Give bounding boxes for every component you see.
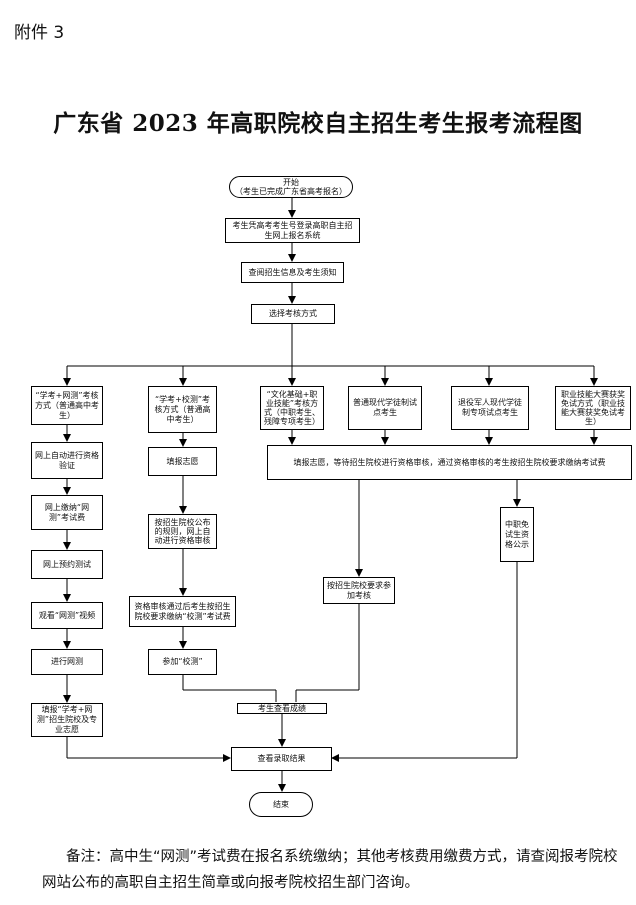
step-text: 填报志愿，等待招生院校进行资格审核，通过资格审核的考生按招生院校要求缴纳考试费 [293, 457, 606, 467]
merged-qualification-step: 填报志愿，等待招生院校进行资格审核，通过资格审核的考生按招生院校要求缴纳考试费 [267, 445, 632, 480]
step-text: 中职免试生资格公示 [505, 519, 529, 549]
step-text: 资格审核通过后考生按招生院校要求缴纳“校测”考试费 [134, 601, 231, 621]
choose-method-text: 选择考核方式 [269, 309, 317, 318]
method-label: 退役军人现代学徒制专项试点考生 [458, 398, 522, 417]
review-info-step: 查阅招生信息及考生须知 [241, 262, 344, 283]
step-text: 网上预约测试 [43, 559, 91, 569]
method-xuekao-xiaoce: “学考+校测”考核方式（普通高中考生） [148, 386, 217, 433]
attachment-label: 附件 3 [14, 23, 65, 43]
col2-step-pay-fee: 资格审核通过后考生按招生院校要求缴纳“校测”考试费 [129, 596, 236, 627]
step-text: 进行网测 [51, 657, 83, 666]
col1-step-qualification: 网上自动进行资格验证 [31, 442, 103, 479]
register-step: 考生凭高考考生号登录高职自主招生网上报名系统 [225, 218, 360, 243]
method-label: 普通现代学徒制试点考生 [353, 398, 417, 417]
col1-step-watch-video: 观看“网测”视频 [31, 602, 103, 629]
choose-method-step: 选择考核方式 [251, 304, 335, 324]
col2-step-qualification: 按招生院校公布的规则，网上自动进行资格审核 [148, 514, 217, 549]
register-step-text: 考生凭高考考生号登录高职自主招生网上报名系统 [232, 220, 353, 240]
footnote: 备注：高中生“网测”考试费在报名系统缴纳；其他考核费用缴费方式，请查阅报考院校网… [42, 849, 618, 891]
step-text: 观看“网测”视频 [38, 610, 96, 620]
exam-step: 按招生院校要求参加考核 [323, 577, 395, 604]
method-culture-skill: “文化基础+职业技能”考核方式（中职考生、残障专项考生） [260, 386, 324, 430]
col1-step-book-test: 网上预约测试 [31, 550, 103, 579]
method-label: “学考+网测”考核方式（普通高中考生） [35, 390, 99, 420]
start-text: 开始 （考生已完成广东省高考报名） [235, 178, 347, 196]
check-admission-step: 查看录取结果 [231, 747, 332, 771]
review-info-text: 查阅招生信息及考生须知 [248, 267, 337, 277]
step-text: 按招生院校公布的规则，网上自动进行资格审核 [154, 518, 211, 545]
exempt-publicity-step: 中职免试生资格公示 [500, 507, 534, 562]
step-text: 参加“校测” [162, 657, 203, 666]
start-node: 开始 （考生已完成广东省高考报名） [229, 176, 353, 198]
check-scores-step: 考生查看成绩 [237, 703, 327, 714]
method-veteran-apprenticeship: 退役军人现代学徒制专项试点考生 [451, 386, 529, 430]
col2-step-school-test: 参加“校测” [148, 649, 217, 675]
method-xuekao-wangce: “学考+网测”考核方式（普通高中考生） [31, 386, 103, 425]
step-text: 填报“学考+网测”招生院校及专业志愿 [36, 705, 98, 734]
step-text: 查看录取结果 [257, 754, 306, 763]
step-text: 网上自动进行资格验证 [35, 450, 99, 470]
col1-step-online-test: 进行网测 [31, 649, 103, 675]
col1-step-pay-fee: 网上缴纳“网测”考试费 [31, 495, 103, 530]
method-label: “学考+校测”考核方式（普通高中考生） [154, 394, 211, 424]
step-text: 网上缴纳“网测”考试费 [44, 502, 90, 522]
step-text: 填报志愿 [166, 456, 199, 466]
col1-step-fill-preferences: 填报“学考+网测”招生院校及专业志愿 [31, 703, 103, 737]
step-text: 按招生院校要求参加考核 [327, 580, 391, 600]
end-node: 结束 [249, 792, 313, 817]
method-apprenticeship: 普通现代学徒制试点考生 [348, 386, 422, 430]
step-text: 考生查看成绩 [258, 703, 306, 713]
col2-step-fill-preferences: 填报志愿 [148, 447, 217, 476]
end-text: 结束 [273, 799, 289, 809]
page-title: 广东省 2023 年高职院校自主招生考生报考流程图 [53, 110, 583, 137]
method-skills-competition: 职业技能大赛获奖免试方式（职业技能大赛获奖免试考生） [555, 386, 631, 430]
method-label: “文化基础+职业技能”考核方式（中职考生、残障专项考生） [264, 390, 320, 426]
method-label: 职业技能大赛获奖免试方式（职业技能大赛获奖免试考生） [561, 390, 625, 426]
